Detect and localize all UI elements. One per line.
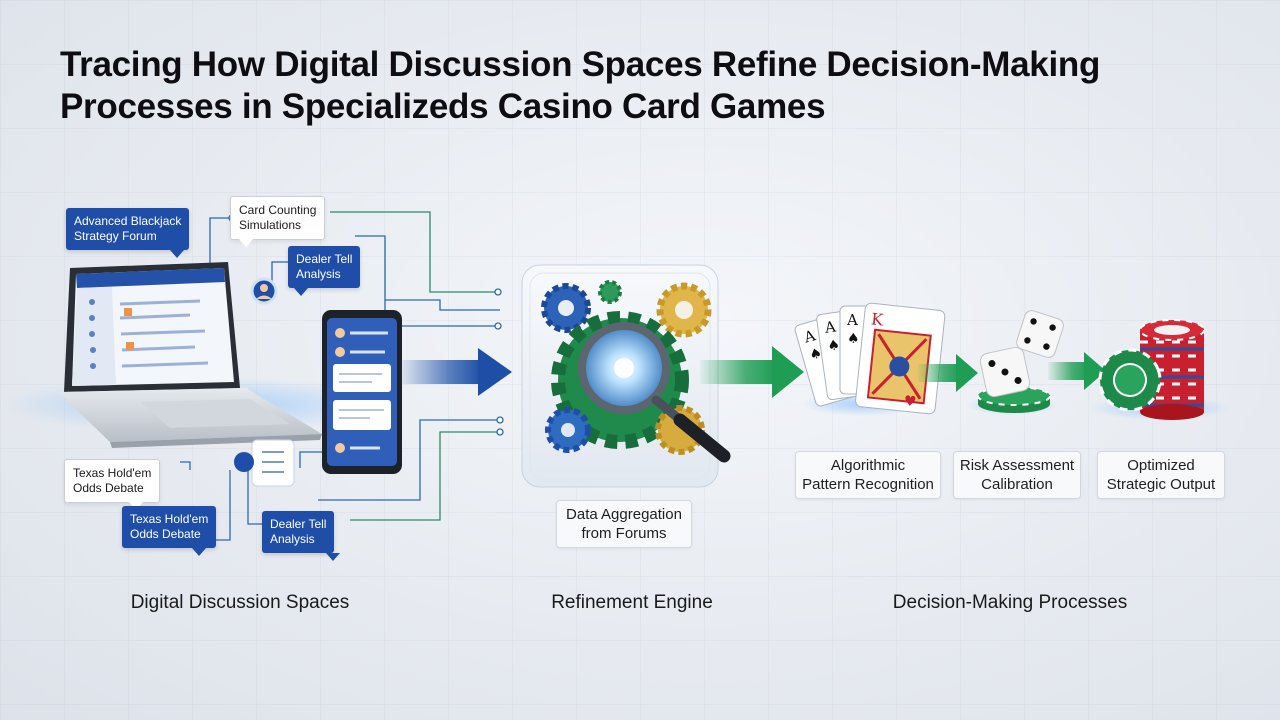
tag-holdem-bottom: Texas Hold'em Odds Debate [122,506,217,556]
svg-text:A: A [846,311,858,329]
box-risk-line2: Calibration [981,476,1053,493]
box-data-aggregation: Data Aggregation from Forums [556,500,692,548]
svg-text:♠: ♠ [826,337,841,355]
box-data-aggregation-line1: Data Aggregation [566,506,682,523]
refinement-engine-icon [521,264,731,488]
svg-text:K: K [870,309,885,329]
page-title: Tracing How Digital Discussion Spaces Re… [60,44,1220,128]
tag-blackjack-forum: Advanced Blackjack Strategy Forum [66,208,190,258]
tag-dealer-tell-bottom: Dealer Tell Analysis [262,511,340,561]
tag-tail [239,239,253,247]
avatar-node-icon [250,277,278,305]
svg-text:♥: ♥ [903,393,917,410]
tag-tail [294,288,308,296]
laptop-icon [58,262,322,448]
tag-tail [326,553,340,561]
tag-holdem-left: Texas Hold'em Odds Debate [64,459,161,510]
box-pattern-recognition: Algorithmic Pattern Recognition [795,451,941,499]
box-pattern-line2: Pattern Recognition [802,476,934,493]
box-risk-line1: Risk Assessment [959,457,1075,474]
tag-holdem-left-line2: Odds Debate [73,481,144,495]
tag-dealer-tell-top: Dealer Tell Analysis [288,246,361,296]
tag-dealer-tell-top-line2: Analysis [296,267,341,281]
tag-card-counting: Card Counting Simulations [230,196,326,247]
title-line-1: Tracing How Digital Discussion Spaces Re… [60,45,1101,84]
tag-holdem-bottom-line2: Odds Debate [130,527,201,541]
tag-dealer-tell-top-line1: Dealer Tell [296,252,353,266]
flow-arrow-green-2 [918,354,978,392]
svg-text:♠: ♠ [847,331,860,347]
box-pattern-line1: Algorithmic [830,457,906,474]
box-data-aggregation-line2: from Forums [581,525,667,542]
box-strategic-output: Optimized Strategic Output [1097,451,1225,499]
chat-list-icon [234,439,295,487]
flow-arrow-blue [400,348,512,396]
tag-tail [192,548,206,556]
tag-holdem-bottom-line1: Texas Hold'em [130,512,209,526]
box-output-line2: Strategic Output [1106,476,1216,493]
section-label-decision: Decision-Making Processes [892,592,1128,613]
svg-text:♠: ♠ [808,345,824,364]
tag-card-counting-line2: Simulations [239,218,302,232]
svg-text:A: A [801,326,817,347]
dice-icon [977,310,1064,413]
box-risk-assessment: Risk Assessment Calibration [953,451,1081,499]
playing-cards-icon: A♠ A♠ A♠ K ♥ [794,302,946,415]
section-label-discussion: Digital Discussion Spaces [130,592,350,613]
chip-stack-icon [1098,319,1205,420]
tag-dealer-tell-bottom-line1: Dealer Tell [270,517,327,531]
magnifier-icon [578,322,731,463]
tag-blackjack-forum-line2: Strategy Forum [74,229,157,243]
svg-text:A: A [823,317,837,336]
tag-blackjack-forum-line1: Advanced Blackjack [74,214,182,228]
tag-tail [170,250,184,258]
smartphone-icon [322,310,402,474]
flow-arrow-green-3 [1048,352,1106,390]
flow-arrow-green-1 [700,346,804,398]
tag-dealer-tell-bottom-line2: Analysis [270,532,315,546]
section-label-engine: Refinement Engine [551,592,713,613]
box-output-line1: Optimized [1127,457,1195,474]
tag-card-counting-line1: Card Counting [239,203,317,217]
tag-holdem-left-line1: Texas Hold'em [73,466,152,480]
title-line-2: Processes in Specializeds Casino Card Ga… [60,87,826,126]
